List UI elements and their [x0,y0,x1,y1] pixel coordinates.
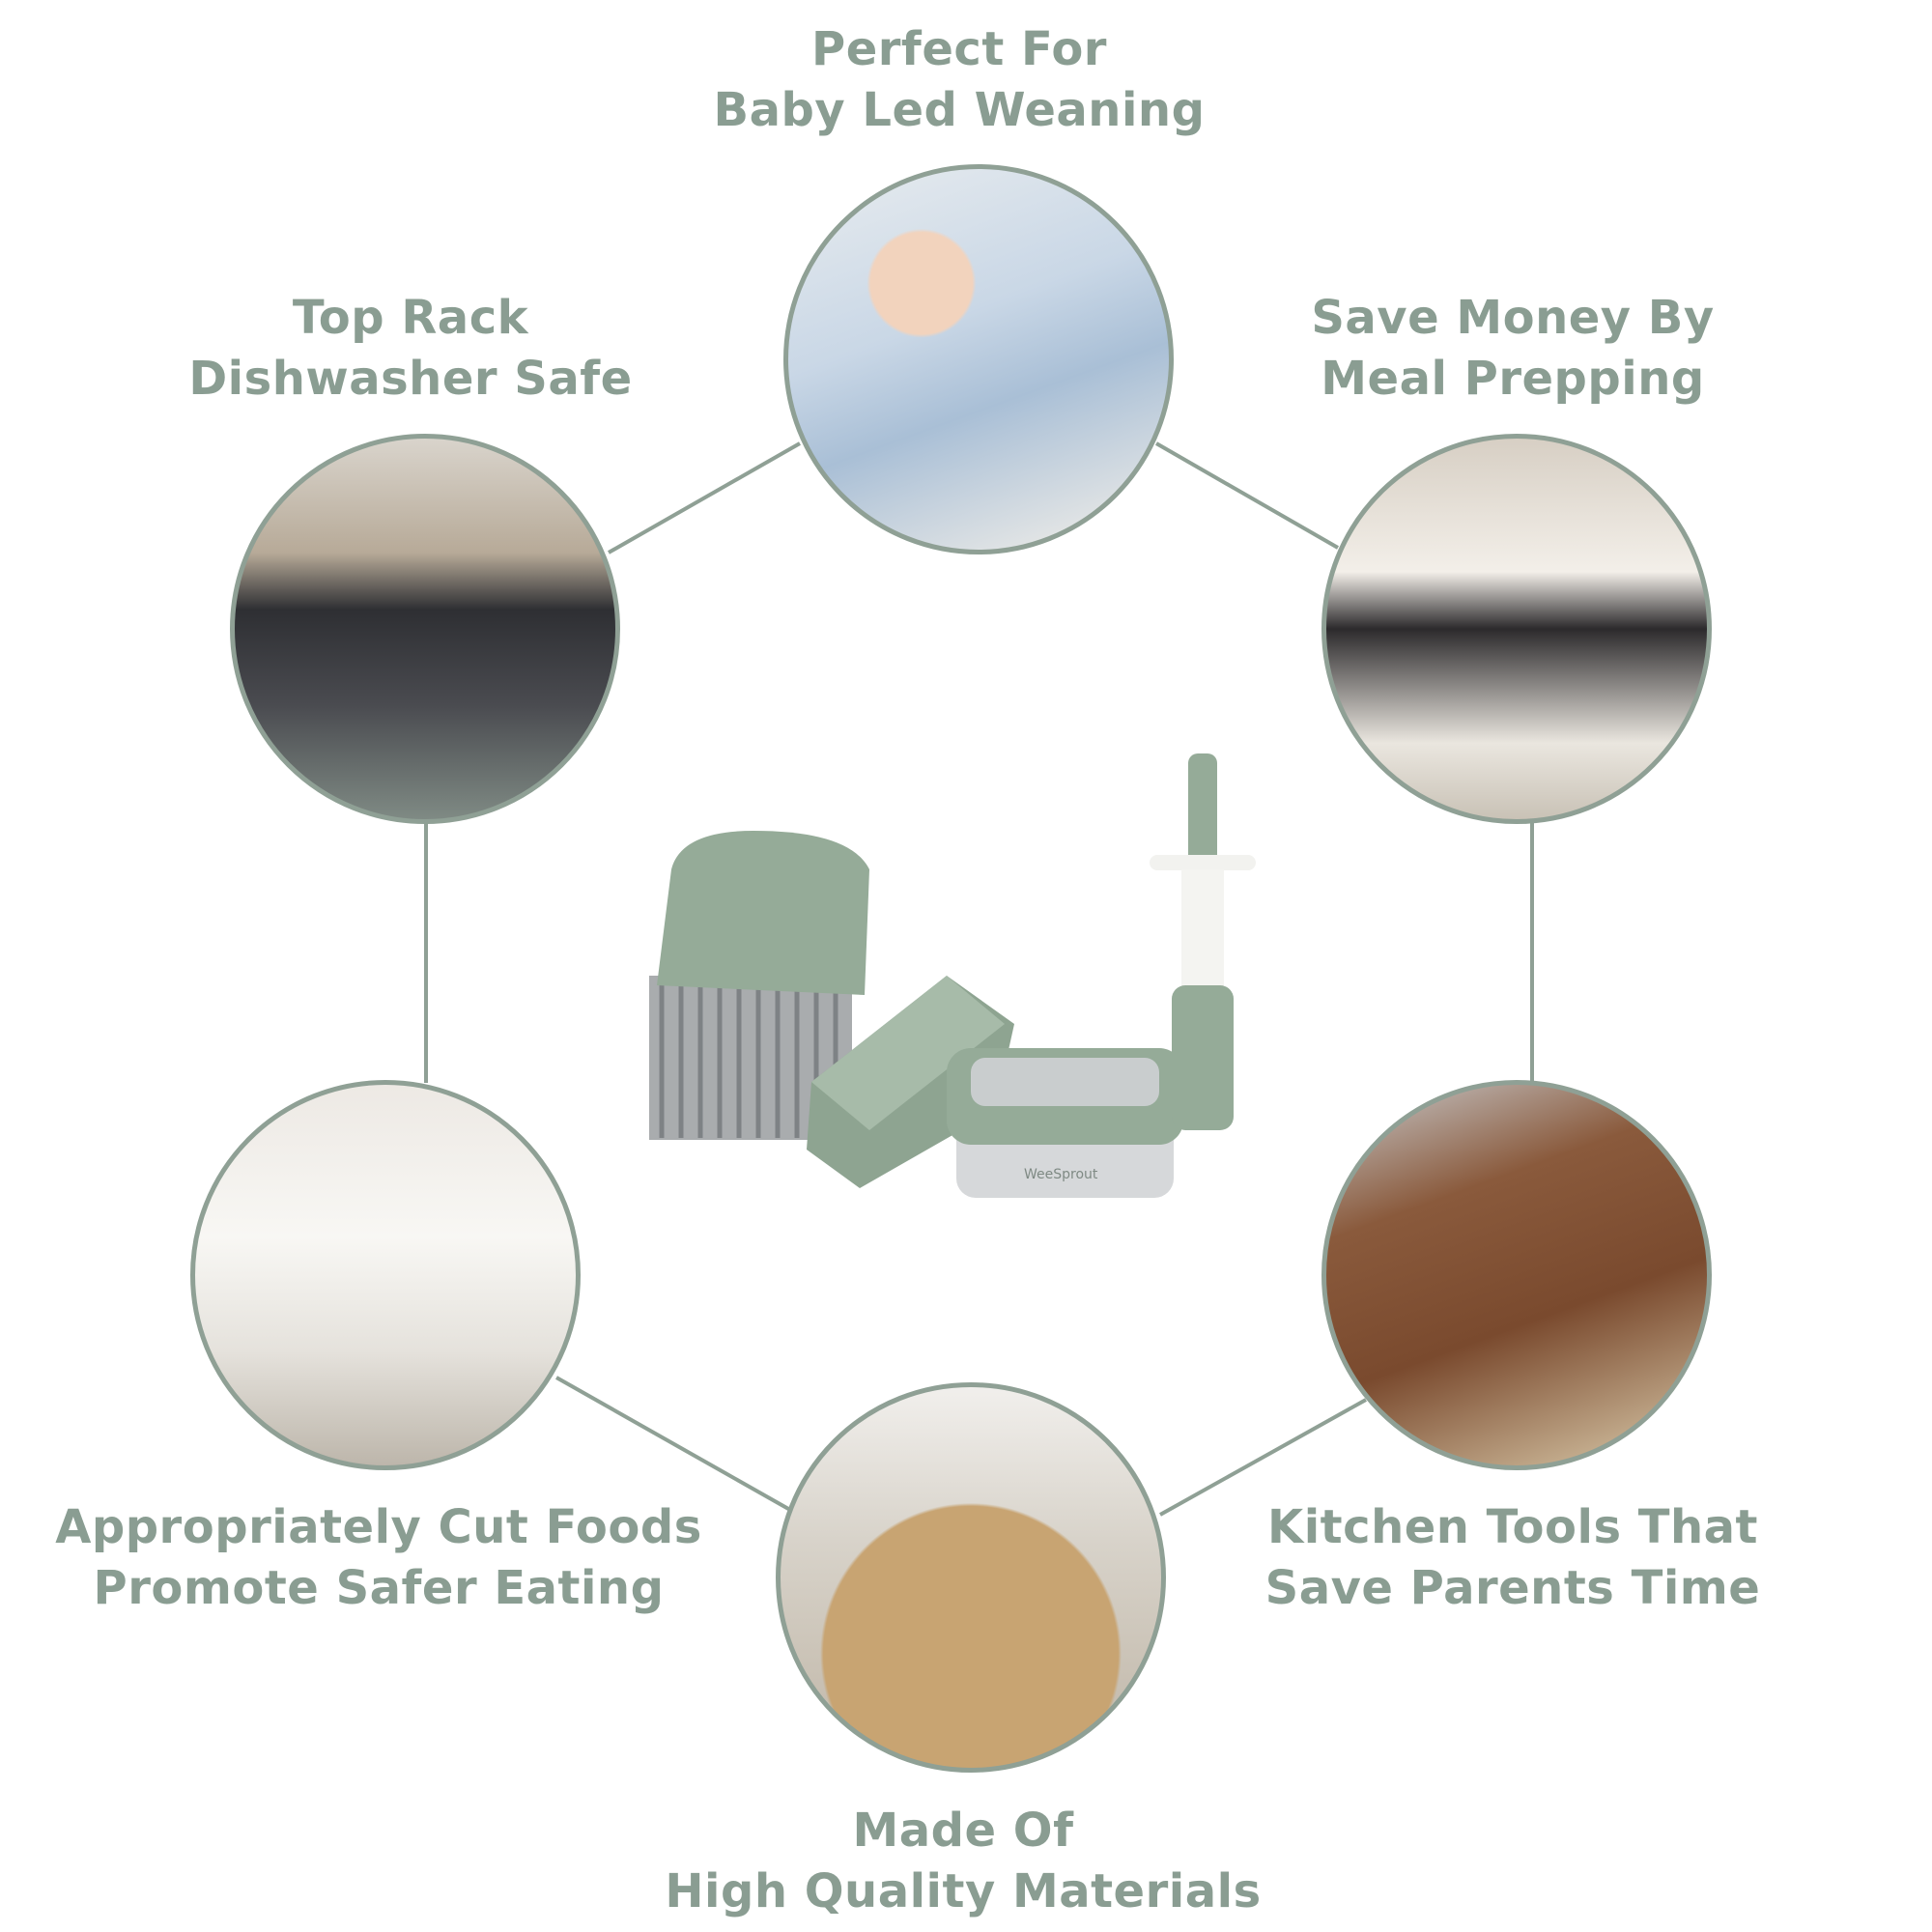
label-line: Kitchen Tools That [1267,1500,1758,1554]
grape-cutter [1150,753,1256,1130]
square-cutter-tilted [807,976,1014,1188]
label-line: Top Rack [292,291,529,345]
feature-label-meal-prepping: Save Money By Meal Prepping [1311,288,1714,410]
label-line: Save Money By [1311,291,1715,345]
photo-product-set-on-placemat [776,1382,1166,1773]
brand-logo-text: WeeSprout [1024,1167,1098,1182]
label-line: Dishwasher Safe [188,352,633,406]
photo-meal-prep [1321,434,1712,824]
feature-label-materials: Made Of High Quality Materials [665,1801,1261,1922]
connector-line [608,441,801,554]
label-line: Meal Prepping [1321,352,1705,406]
product-set-image: WeeSprout [649,753,1256,1198]
label-line: High Quality Materials [665,1864,1262,1918]
photo-dishwasher-rack [230,434,620,824]
label-line: Baby Led Weaning [713,83,1206,137]
label-line: Perfect For [811,22,1107,76]
label-line: Made Of [852,1804,1074,1858]
photo-woman-cutting-avocado [1321,1080,1712,1470]
label-line: Save Parents Time [1264,1561,1761,1615]
connector-line [555,1376,791,1512]
photo-woman-cutting-grapes [190,1080,581,1470]
connector-line [1155,441,1339,550]
connector-line [1159,1398,1367,1517]
square-cutter-flat: WeeSprout [947,1048,1183,1198]
label-line: Promote Safer Eating [93,1561,665,1615]
photo-baby-reaching [783,164,1174,554]
label-line: Appropriately Cut Foods [55,1500,702,1554]
